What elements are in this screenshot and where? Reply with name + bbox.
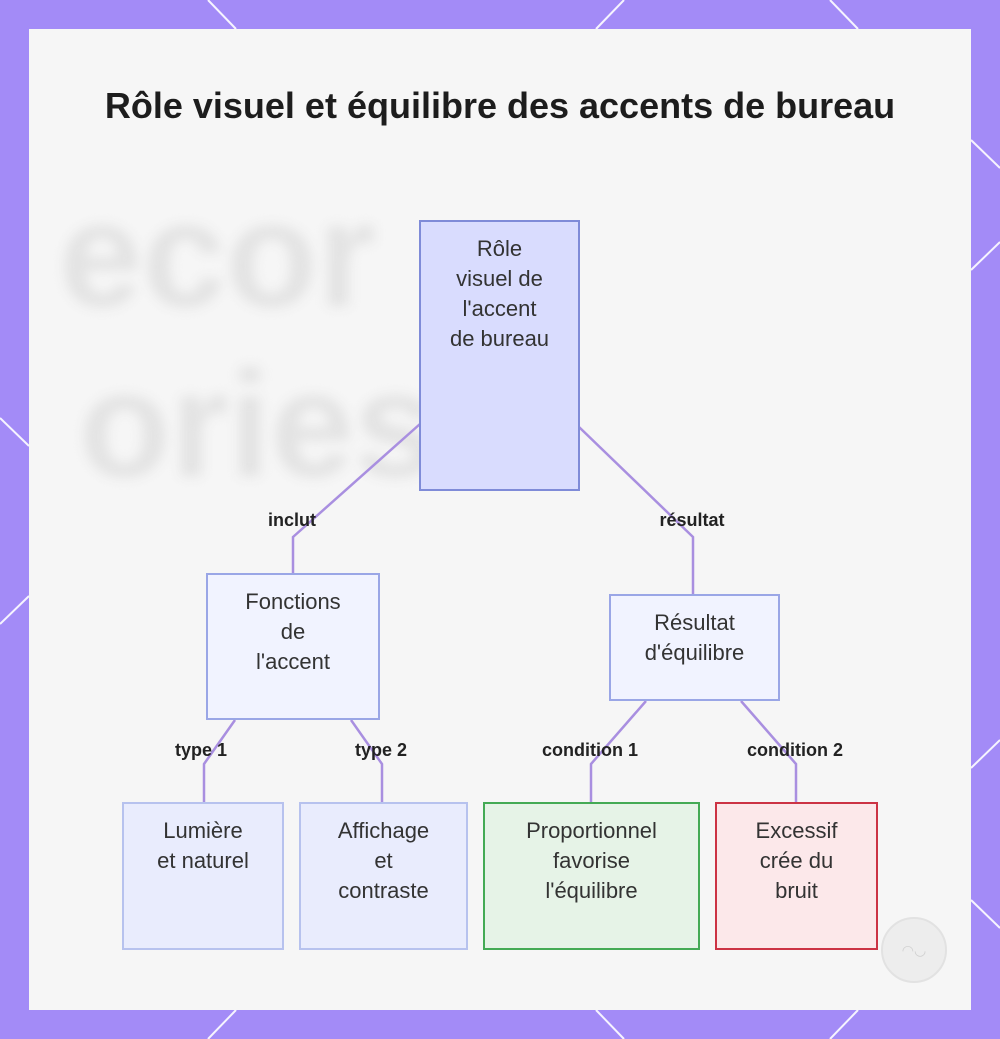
edge-label-condition1: condition 1 (542, 740, 638, 761)
node-proportional-label: Proportionnel favorise l'équilibre (526, 816, 657, 906)
edge-type1 (204, 720, 235, 802)
node-functions-label: Fonctions de l'accent (245, 587, 340, 677)
edge-type2 (351, 720, 382, 802)
edge-label-type1: type 1 (175, 740, 227, 761)
node-display: Affichage et contraste (299, 802, 468, 950)
node-excessive: Excessif crée du bruit (715, 802, 878, 950)
node-result-label: Résultat d'équilibre (645, 608, 745, 668)
node-functions: Fonctions de l'accent (206, 573, 380, 720)
edge-label-result: résultat (659, 510, 724, 531)
node-excessive-label: Excessif crée du bruit (756, 816, 838, 906)
node-light-label: Lumière et naturel (157, 816, 249, 876)
edge-includes (293, 424, 420, 574)
node-root: Rôle visuel de l'accent de bureau (419, 220, 580, 491)
node-root-label: Rôle visuel de l'accent de bureau (450, 234, 549, 354)
node-display-label: Affichage et contraste (338, 816, 429, 906)
node-proportional: Proportionnel favorise l'équilibre (483, 802, 700, 950)
seal-logo-icon: ◠◡ (881, 917, 947, 983)
edge-label-includes: inclut (268, 510, 316, 531)
node-light: Lumière et naturel (122, 802, 284, 950)
diagram-panel: ecor ories Rôle visuel et équilibre des … (29, 29, 971, 1010)
node-result: Résultat d'équilibre (609, 594, 780, 701)
edge-label-condition2: condition 2 (747, 740, 843, 761)
edge-label-type2: type 2 (355, 740, 407, 761)
